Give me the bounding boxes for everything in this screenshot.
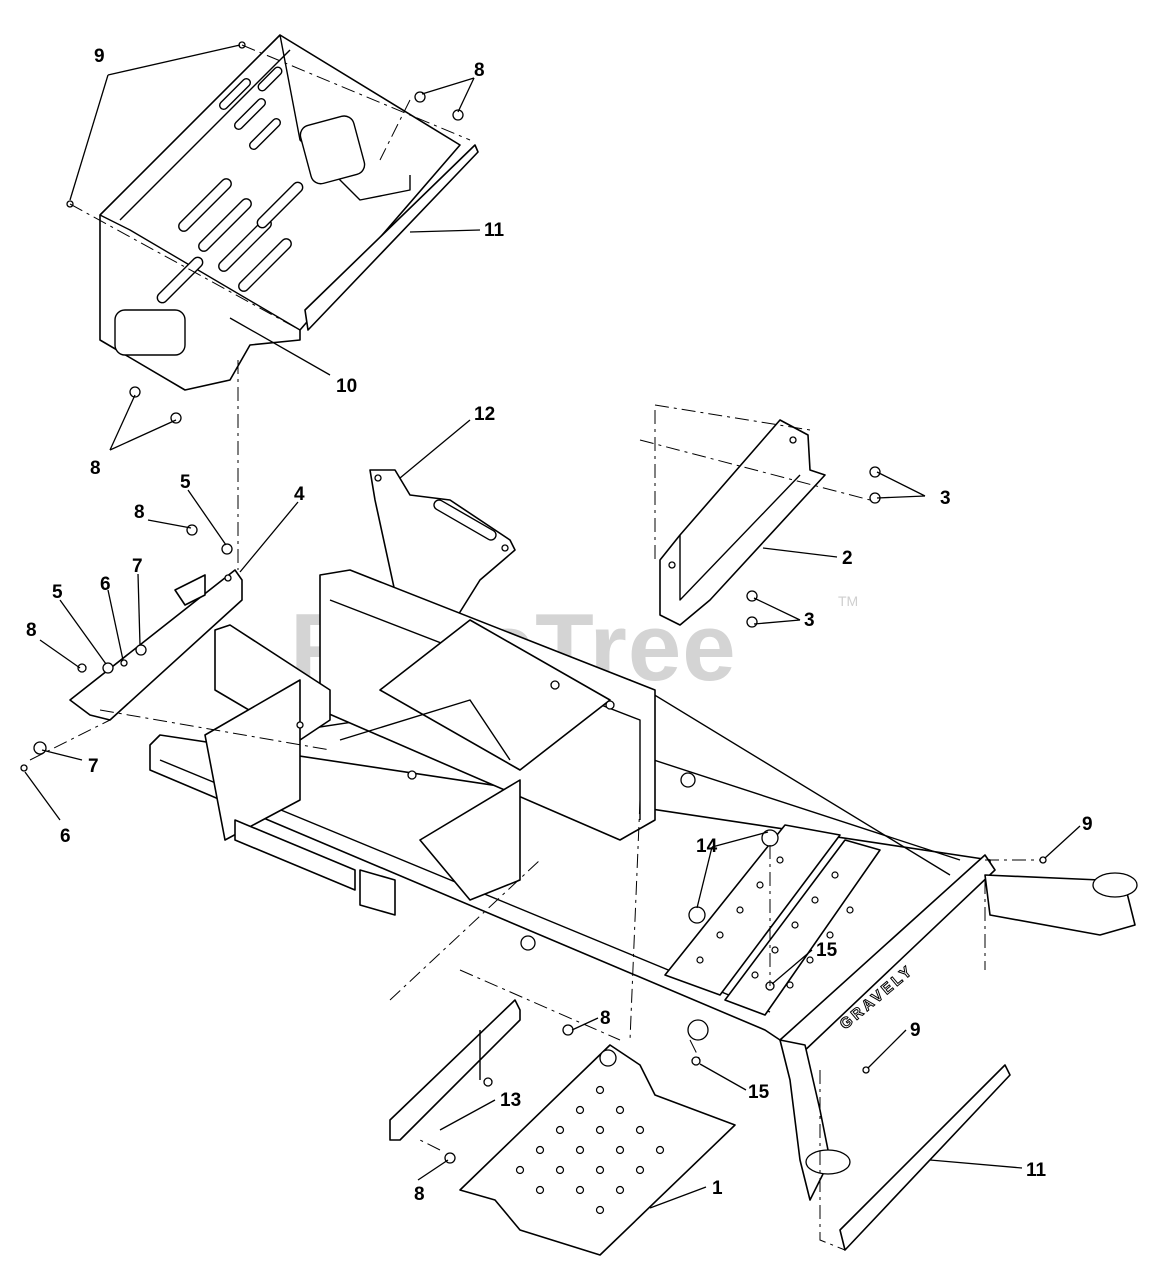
callout-12-mount-plate: 12 <box>474 404 495 425</box>
callout-14-plug: 14 <box>696 836 718 857</box>
foot-bracket-part-13 <box>389 999 521 1141</box>
callout-labels: 9 8 11 10 8 12 3 2 3 5 4 8 7 5 6 8 7 6 9… <box>26 46 1093 1205</box>
callout-1-foot-plate: 1 <box>712 1178 723 1199</box>
callout-8-foot-bracket-bolt: 8 <box>600 1008 611 1029</box>
seat-pan-slots <box>156 66 304 304</box>
alignment-lines <box>29 44 1040 1251</box>
callout-3-bracket-bolt-bottom: 3 <box>804 610 815 631</box>
callout-8-seat-bolt-bottom: 8 <box>90 458 101 479</box>
foot-plate-perforations <box>515 1085 665 1215</box>
callout-9-strip-screw: 9 <box>910 1020 921 1041</box>
callout-7-washer-upper: 7 <box>132 556 143 577</box>
seat-pan-cutout-left <box>114 309 186 356</box>
leader-lines <box>24 44 1081 1209</box>
callout-15-bolt-upper: 15 <box>816 940 838 961</box>
callout-4-seat-bracket: 4 <box>294 484 305 505</box>
callout-6-screw-lower: 6 <box>60 826 71 847</box>
callout-9-seat-screw-top: 9 <box>94 46 105 67</box>
trim-strip-part-11-top <box>304 144 479 331</box>
callout-11-strip-top: 11 <box>484 220 505 241</box>
seat-bracket-part-4 <box>69 569 243 721</box>
callout-5-nut-lower: 5 <box>52 582 63 603</box>
callout-9-front-screw: 9 <box>1082 814 1093 835</box>
foot-plate-part-1 <box>459 1044 736 1256</box>
callout-2-side-bracket: 2 <box>842 548 853 569</box>
seat-pan-cutout-right <box>299 115 366 185</box>
callout-8-foot-bolt: 8 <box>414 1184 425 1205</box>
callout-15-bolt-lower: 15 <box>748 1082 770 1103</box>
callout-6-screw-upper: 6 <box>100 574 111 595</box>
side-bracket-part-2 <box>659 419 826 626</box>
callout-11-strip-bottom: 11 <box>1026 1160 1047 1181</box>
seat-pan-part-10 <box>99 34 461 391</box>
callout-5-nut-upper: 5 <box>180 472 191 493</box>
callout-13-foot-bracket: 13 <box>500 1090 521 1111</box>
watermark-trademark: TM <box>838 593 858 609</box>
callout-7-washer-lower: 7 <box>88 756 99 777</box>
trim-strip-part-11-bottom <box>839 1064 1011 1251</box>
footrest-perforations <box>696 856 854 989</box>
callout-10-seat-pan: 10 <box>336 376 357 397</box>
callout-3-bracket-bolt-top: 3 <box>940 488 951 509</box>
callout-8-bracket-bolt-left: 8 <box>26 620 37 641</box>
callout-8-bracket-bolt: 8 <box>134 502 145 523</box>
callout-8-seat-bolt-top: 8 <box>474 60 485 81</box>
